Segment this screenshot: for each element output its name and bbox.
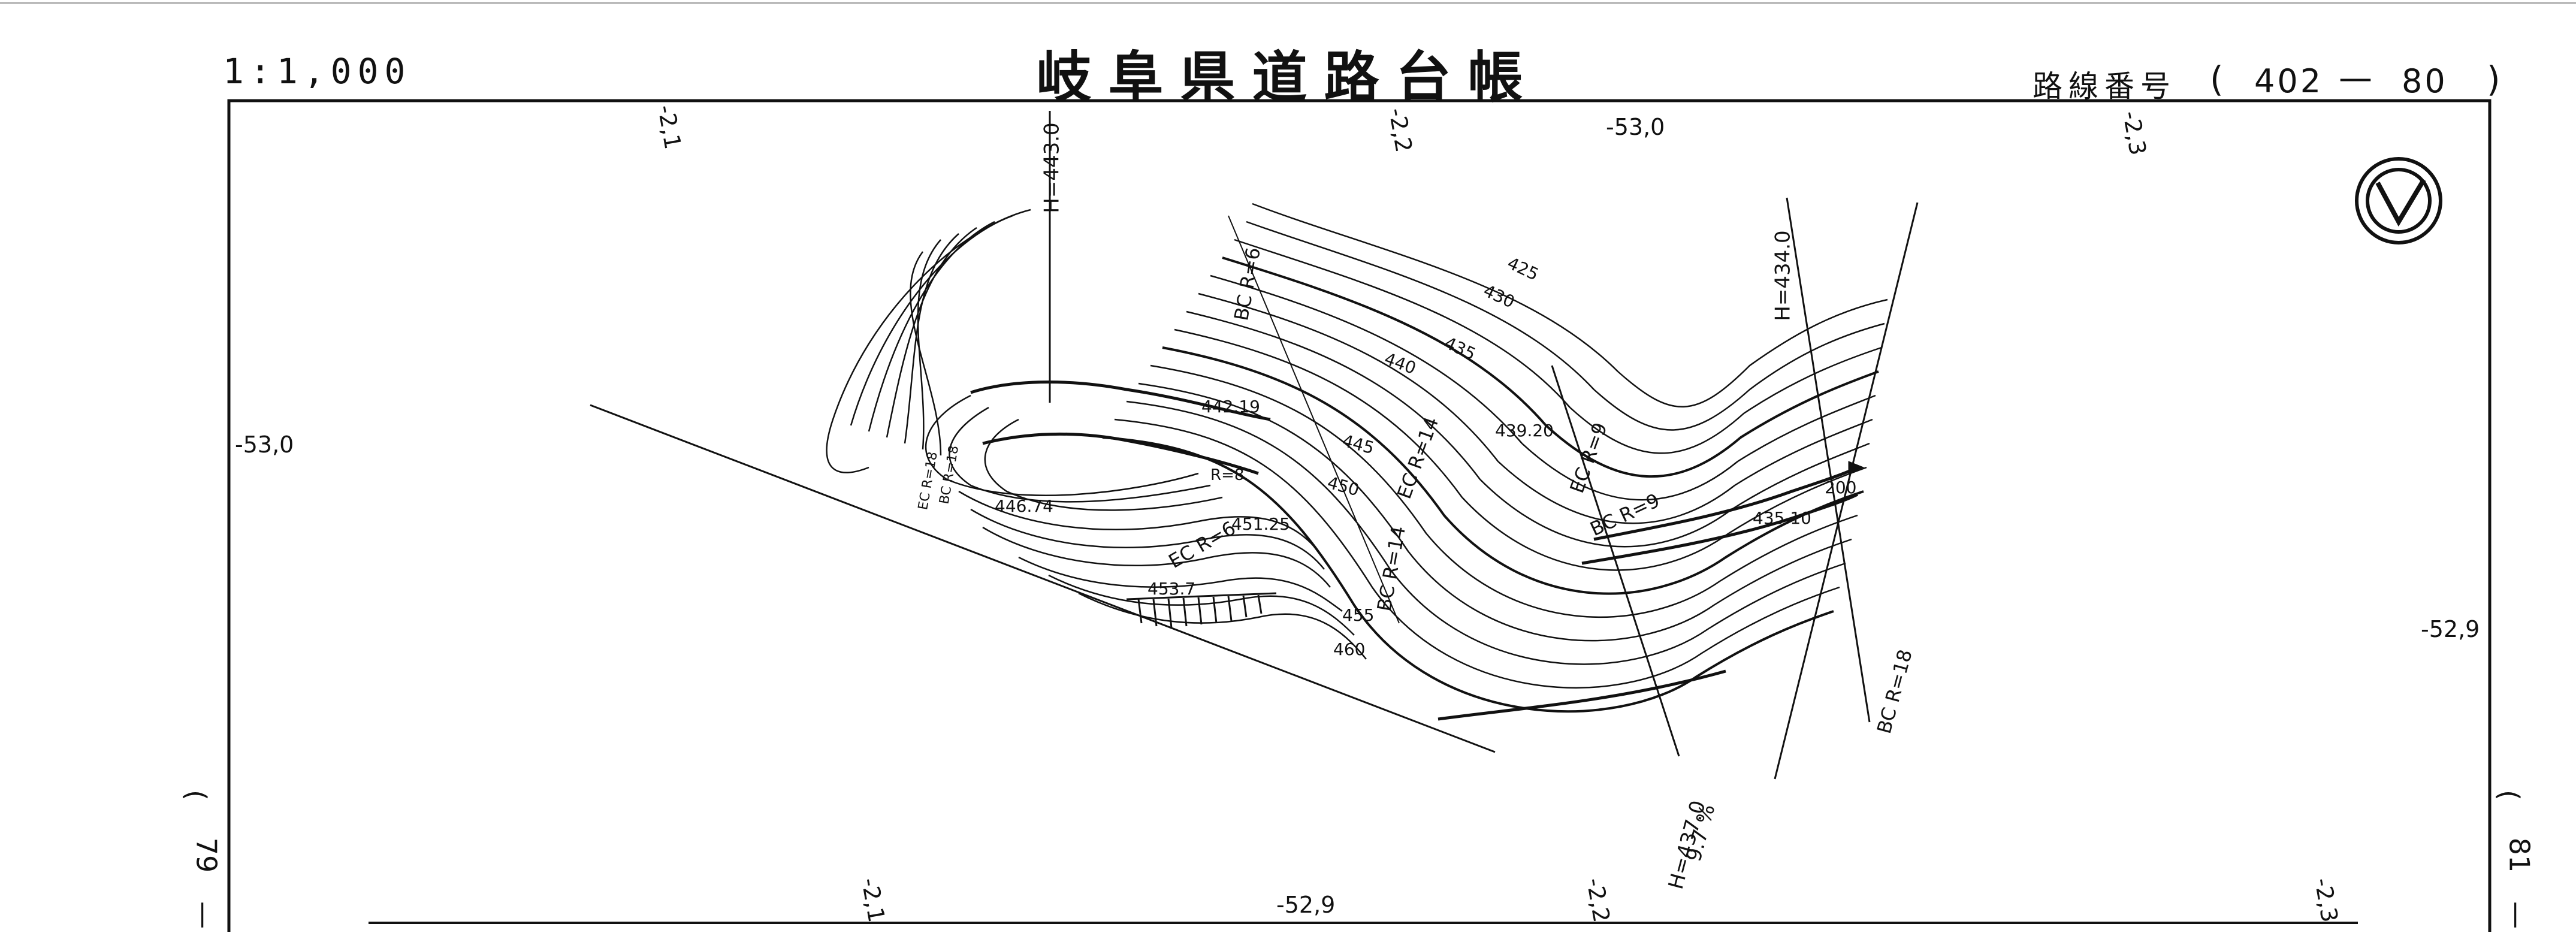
embankment-hatch <box>1126 592 1277 629</box>
station-line-bc14 <box>1228 215 1400 624</box>
sheet-right-open: ( <box>2492 790 2525 801</box>
map-scale: 1:1,000 <box>223 51 412 92</box>
sheet-left-dash: — <box>188 901 221 929</box>
contour-455-label: 455 <box>1342 605 1375 625</box>
spot-height-435-label: 435.10 <box>1753 508 1811 528</box>
station-h443-label: H=443.0 <box>1040 122 1064 213</box>
survey-boundary-left <box>590 404 1496 753</box>
survey-boundary-right <box>1774 202 1919 780</box>
sheet-left-number: 79 <box>190 837 223 873</box>
spot-height-442-label: 442.19 <box>1201 397 1260 416</box>
grid-label-bottom-2: -52,9 <box>1276 892 1336 918</box>
sheet-right-number: 81 <box>2503 837 2536 873</box>
page-title: 岐阜県道路台帳 <box>1036 46 1540 110</box>
spot-height-451-label: 451.25 <box>1231 514 1290 534</box>
road-direction-arrow <box>1848 461 1865 474</box>
route-number-label: 路線番号 <box>2033 69 2176 104</box>
spot-height-200-label: 200 <box>1825 478 1857 497</box>
grid-label-right: -52,9 <box>2421 616 2480 642</box>
route-number-a: 402 <box>2254 62 2324 100</box>
curve-r8-label: R=8 <box>1210 466 1245 484</box>
north-arrow-icon <box>2355 157 2442 244</box>
contour-lines <box>1102 203 1888 713</box>
station-h434-label: H=434.0 <box>1771 230 1795 321</box>
sheet-right-dash: — <box>2501 901 2533 929</box>
station-line-437 <box>1551 365 1680 757</box>
spot-height-439-label: 439.20 <box>1495 421 1554 440</box>
grid-label-top-3: -53,0 <box>1606 114 1665 140</box>
grid-label-left: -53,0 <box>235 431 294 458</box>
sheet-left-open: ( <box>179 790 212 801</box>
hairpin-contours <box>826 209 1367 660</box>
spot-height-453-label: 453.7 <box>1147 579 1196 599</box>
contour-460-label: 460 <box>1333 639 1366 659</box>
route-open-paren: ( <box>2210 59 2224 99</box>
route-close-paren: ) <box>2487 59 2500 99</box>
road-edges <box>970 381 1859 721</box>
spot-height-446-label: 446.74 <box>995 496 1053 516</box>
route-number-dash: — <box>2339 59 2372 98</box>
map-frame <box>227 99 2492 932</box>
route-number-b: 80 <box>2402 62 2448 100</box>
